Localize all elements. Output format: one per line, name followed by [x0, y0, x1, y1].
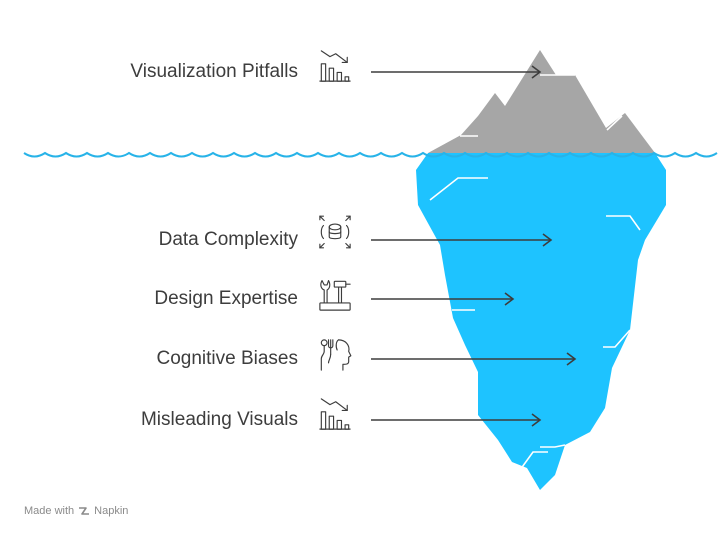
chart-decline-icon: [319, 50, 351, 82]
label-visualization-pitfalls: Visualization Pitfalls: [130, 61, 298, 82]
water-highlight-2: [606, 215, 641, 231]
chart-decline-icon: [319, 398, 351, 430]
credit-brand: Napkin: [94, 505, 129, 517]
arrow-data-complexity: [371, 233, 553, 247]
credit: Made with Napkin: [24, 505, 128, 517]
water-highlight-5: [540, 444, 566, 448]
iceberg-tip: [428, 50, 655, 153]
iceberg-underwater: [416, 153, 666, 490]
water-highlight-6: [519, 451, 548, 471]
tip-highlight-3: [606, 115, 623, 131]
arrow-cognitive-biases: [371, 352, 577, 366]
label-design-expertise: Design Expertise: [154, 288, 298, 309]
label-misleading-visuals: Misleading Visuals: [140, 409, 298, 430]
water-highlight-4: [603, 329, 631, 348]
water-line: [23, 151, 718, 158]
label-data-complexity: Data Complexity: [158, 229, 298, 250]
tools-icon: [319, 280, 351, 311]
water-highlight-1: [429, 177, 488, 201]
brain-head-icon: [320, 339, 352, 371]
arrow-misleading-visuals: [371, 413, 542, 427]
napkin-logo-icon: [79, 507, 90, 515]
credit-prefix: Made with: [24, 505, 75, 517]
database-expand-icon: [319, 215, 351, 249]
arrow-design-expertise: [371, 292, 515, 306]
arrow-visualization-pitfalls: [371, 65, 542, 79]
label-cognitive-biases: Cognitive Biases: [156, 348, 298, 369]
